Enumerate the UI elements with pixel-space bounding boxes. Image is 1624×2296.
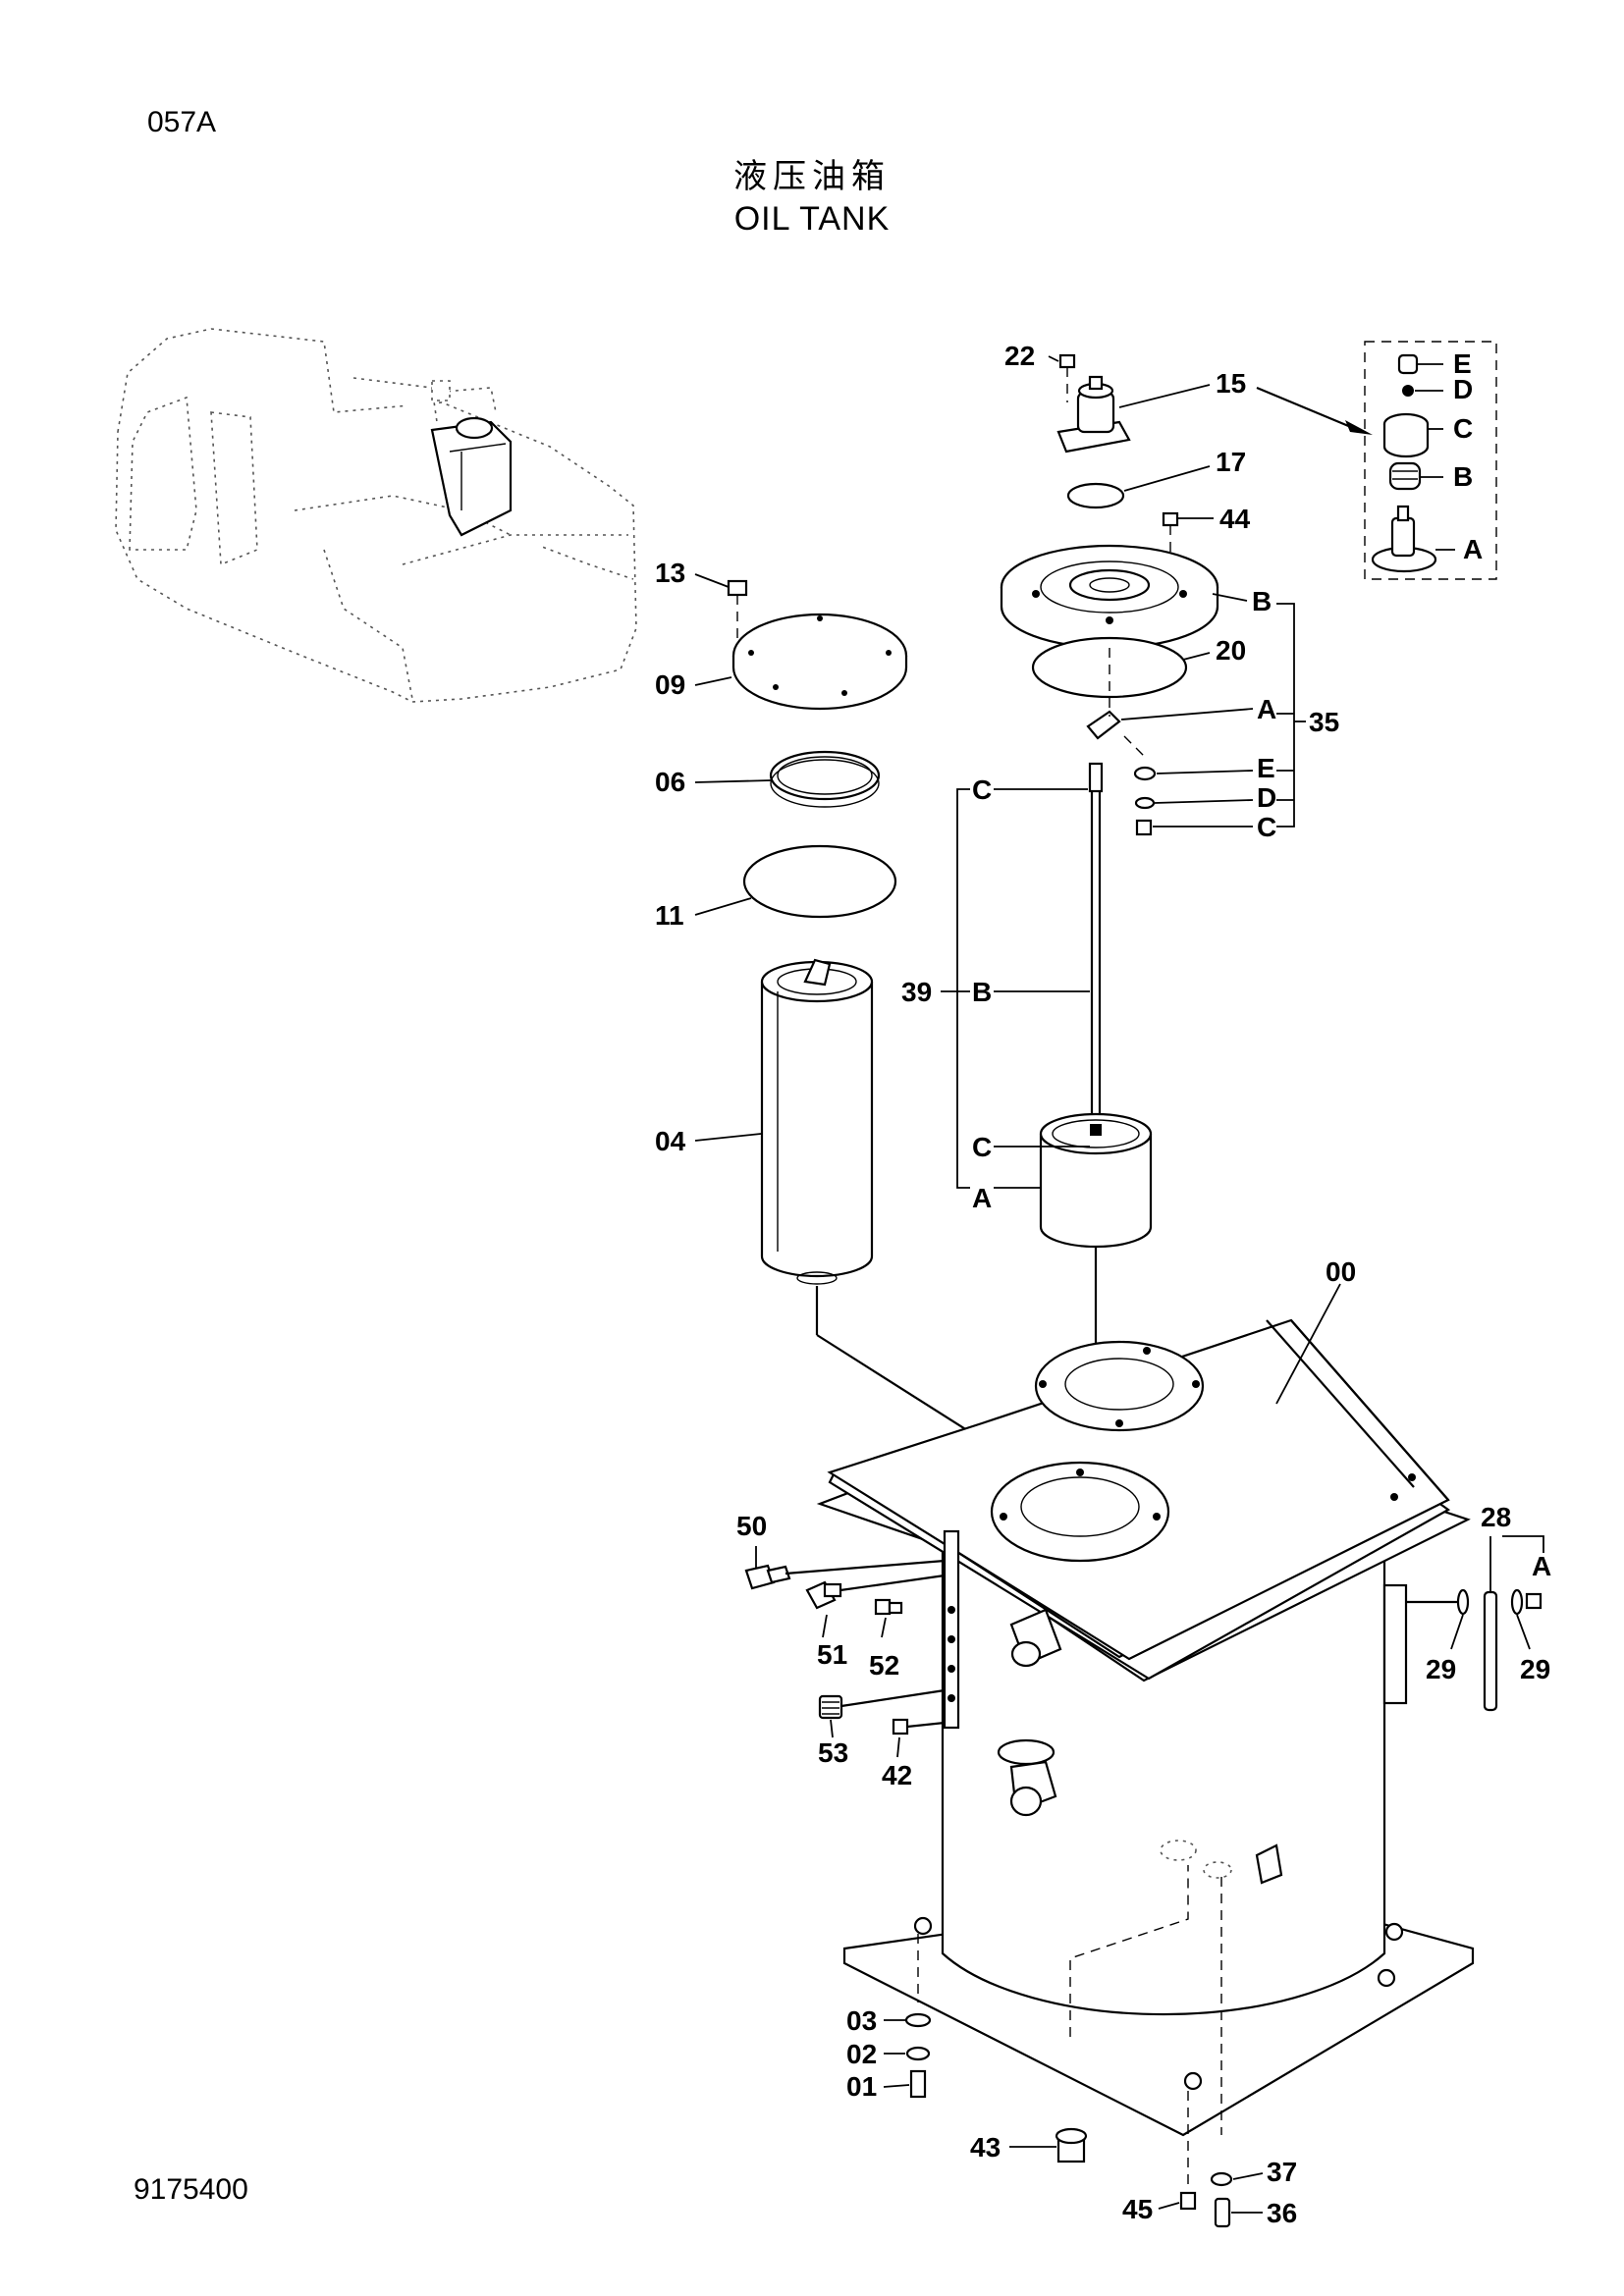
washer-35D: [1134, 796, 1156, 810]
callout-42: 42: [882, 1760, 912, 1790]
callout-15: 15: [1216, 368, 1246, 399]
washer-35E: [1133, 766, 1157, 781]
bolt-35C: [1135, 819, 1153, 836]
title-chinese: 液压油箱: [733, 157, 891, 196]
callout-35: 35: [1309, 707, 1339, 737]
spring-ring-06: [769, 750, 881, 808]
bracket-35A: [1086, 710, 1121, 740]
flange-cover-35B: [1000, 544, 1219, 650]
filter-element-04: [760, 958, 874, 1285]
callout-53: 53: [818, 1737, 848, 1768]
sub-label-35-D: D: [1257, 782, 1276, 813]
bolt-44: [1162, 511, 1179, 527]
inset-label-A: A: [1463, 534, 1483, 564]
sub-label-35-C: C: [1257, 812, 1276, 842]
callout-50: 50: [736, 1511, 767, 1541]
callout-39: 39: [901, 977, 932, 1007]
level-float-39: [1039, 762, 1153, 1249]
inset-label-E: E: [1453, 348, 1472, 379]
sub-label-28-A: A: [1532, 1551, 1551, 1581]
title-english: OIL TANK: [733, 200, 891, 238]
callout-29-right: 29: [1520, 1654, 1550, 1684]
sub-label-35-E: E: [1257, 753, 1275, 783]
bolt-13: [727, 579, 748, 597]
callout-04: 04: [655, 1126, 686, 1156]
plug-42: [892, 1718, 909, 1735]
callout-20: 20: [1216, 635, 1246, 666]
callout-00: 00: [1326, 1256, 1356, 1287]
drain-plug-43: [1055, 2127, 1088, 2163]
callout-45: 45: [1122, 2194, 1153, 2224]
washer-03: [904, 2012, 932, 2028]
level-gauge-28: [1483, 1590, 1498, 1712]
callout-02: 02: [846, 2039, 877, 2069]
inset-label-B: B: [1453, 461, 1473, 492]
sub-label-35-A: A: [1257, 694, 1276, 724]
callout-01: 01: [846, 2071, 877, 2102]
hydraulic-tank-00: [816, 1318, 1475, 2137]
callout-44: 44: [1219, 504, 1251, 534]
callout-22: 22: [1004, 341, 1035, 371]
callout-17: 17: [1216, 447, 1246, 477]
breather-components-inset: [1364, 341, 1497, 580]
page-code: 057A: [147, 106, 217, 138]
fitting-52: [874, 1598, 892, 1616]
sub-label-39-C-top: C: [972, 774, 992, 805]
callout-52: 52: [869, 1650, 899, 1681]
sub-label-39-B: B: [972, 977, 992, 1007]
bolt-28A: [1525, 1592, 1543, 1610]
callout-09: 09: [655, 669, 685, 700]
o-ring-29-left: [1456, 1588, 1470, 1616]
washer-37: [1210, 2171, 1233, 2187]
callout-28: 28: [1481, 1502, 1511, 1532]
o-ring-11: [742, 844, 897, 919]
document-number: 9175400: [134, 2173, 248, 2206]
breather-cap-15: [1056, 353, 1131, 454]
bolt-36: [1214, 2197, 1231, 2228]
inset-label-C: C: [1453, 413, 1473, 444]
gasket-17: [1066, 482, 1125, 509]
sub-label-35-B: B: [1252, 586, 1272, 616]
sub-label-39-C-bottom: C: [972, 1132, 992, 1162]
callout-03: 03: [846, 2005, 877, 2036]
o-ring-29-right: [1510, 1588, 1524, 1616]
callout-13: 13: [655, 558, 685, 588]
callout-43: 43: [970, 2132, 1001, 2163]
callout-11: 11: [655, 900, 684, 931]
callout-29-left: 29: [1426, 1654, 1456, 1684]
callout-51: 51: [817, 1639, 847, 1670]
callout-06: 06: [655, 767, 685, 797]
part-45: [1179, 2191, 1197, 2211]
excavator-locator-sketch: [115, 328, 637, 703]
callout-37: 37: [1267, 2157, 1297, 2187]
cover-09: [731, 613, 908, 711]
washer-02: [905, 2046, 931, 2061]
inset-label-D: D: [1453, 374, 1473, 404]
sub-label-39-A: A: [972, 1183, 992, 1213]
callout-36: 36: [1267, 2198, 1297, 2228]
bolt-01: [909, 2069, 927, 2099]
